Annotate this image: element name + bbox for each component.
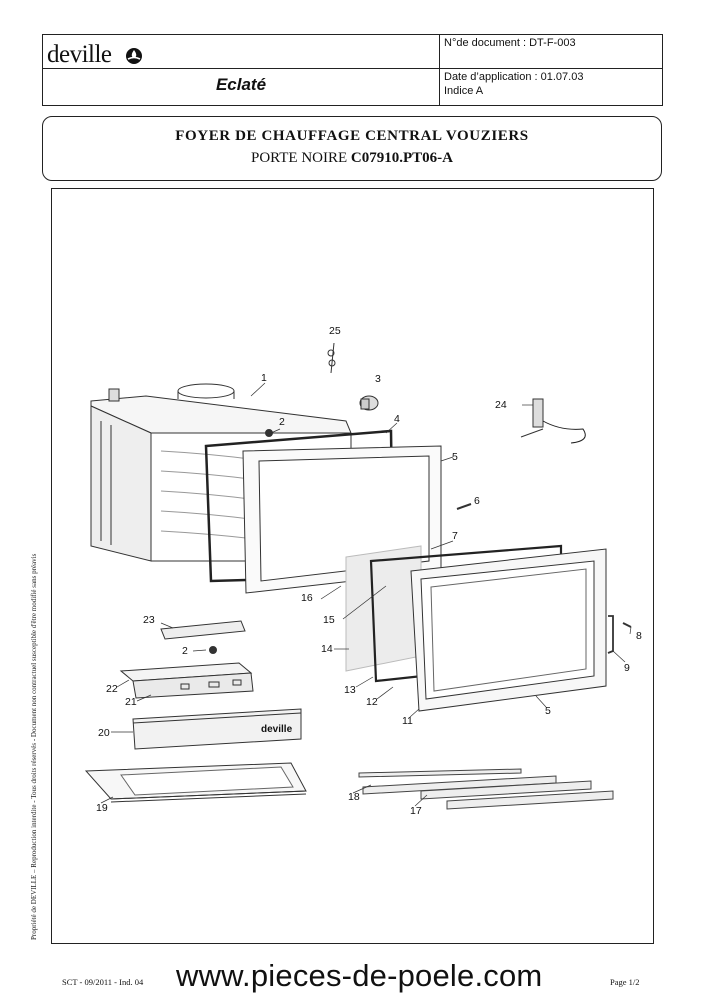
exploded-view-frame: deville 25 1 3 2 4 24 5 6 7 16 15 23 2 1… — [51, 188, 654, 944]
label-12: 12 — [366, 696, 378, 708]
label-8: 8 — [636, 630, 642, 642]
exploded-view-drawing: deville 25 1 3 2 4 24 5 6 7 16 15 23 2 1… — [84, 325, 642, 817]
label-9: 9 — [624, 662, 630, 674]
document-type: Eclaté — [215, 75, 267, 94]
footer-revision: SCT - 09/2011 - Ind. 04 — [62, 977, 144, 987]
label-14: 14 — [321, 643, 333, 655]
label-23: 23 — [143, 614, 155, 626]
header-divider-horizontal — [43, 68, 662, 70]
part-24 — [520, 398, 586, 444]
label-7: 7 — [452, 530, 458, 542]
label-5-lower: 5 — [545, 705, 551, 717]
label-1: 1 — [261, 372, 267, 384]
grate-19 — [84, 762, 307, 803]
header-table: deville Eclaté N°de document : DT-F-003 … — [42, 34, 663, 106]
handle-9 — [607, 615, 614, 654]
footer-page-number: Page 1/2 — [610, 977, 640, 987]
label-18: 18 — [348, 791, 360, 803]
part-3 — [359, 395, 379, 411]
product-subtitle: PORTE NOIRE C07910.PT06-A — [43, 150, 661, 167]
label-25: 25 — [329, 325, 341, 337]
product-code: C07910.PT06-A — [350, 150, 453, 166]
front-plate-brand: deville — [261, 724, 293, 735]
product-title: FOYER DE CHAUFFAGE CENTRAL VOUZIERS — [175, 128, 529, 144]
part-labels: 25 1 3 2 4 24 5 6 7 16 15 23 2 14 8 9 22… — [96, 325, 642, 817]
part-25 — [327, 342, 336, 374]
label-19: 19 — [96, 802, 108, 814]
part-2-upper — [265, 429, 273, 437]
deflector-23 — [160, 620, 246, 640]
label-2-upper: 2 — [279, 416, 285, 428]
label-15: 15 — [323, 614, 335, 626]
label-21: 21 — [125, 696, 137, 708]
part-2-lower — [209, 646, 217, 654]
label-24: 24 — [495, 399, 507, 411]
document-number: N°de document : DT-F-003 — [444, 37, 576, 49]
label-13: 13 — [344, 684, 356, 696]
label-20: 20 — [98, 727, 110, 739]
label-2-lower: 2 — [182, 645, 188, 657]
document-index: Indice A — [444, 85, 484, 97]
label-11: 11 — [402, 715, 413, 727]
ash-pan — [119, 662, 254, 699]
label-17: 17 — [410, 805, 422, 817]
front-plate-20 — [132, 708, 302, 750]
firebox-body — [90, 383, 352, 562]
door-frame — [410, 548, 607, 712]
brand-logo: deville — [47, 41, 112, 68]
title-box: FOYER DE CHAUFFAGE CENTRAL VOUZIERS PORT… — [42, 116, 662, 181]
part-8 — [622, 622, 632, 628]
part-6 — [456, 503, 472, 510]
label-6: 6 — [474, 495, 480, 507]
label-4: 4 — [394, 413, 400, 425]
subtitle-prefix: PORTE NOIRE — [250, 150, 351, 166]
application-date: Date d’application : 01.07.03 — [444, 71, 584, 83]
header-divider-vertical — [439, 35, 441, 105]
copyright-note: Propriété de DEVILLE – Reproduction inte… — [30, 553, 38, 940]
label-3: 3 — [375, 373, 381, 385]
footer-website-link[interactable]: www.pieces-de-poele.com — [176, 958, 543, 993]
label-16: 16 — [301, 592, 313, 604]
tubes-17-18 — [358, 768, 614, 810]
brand-flame-icon — [126, 48, 142, 64]
label-5-upper: 5 — [452, 451, 458, 463]
label-22: 22 — [106, 683, 118, 695]
leader-lines — [100, 382, 632, 807]
